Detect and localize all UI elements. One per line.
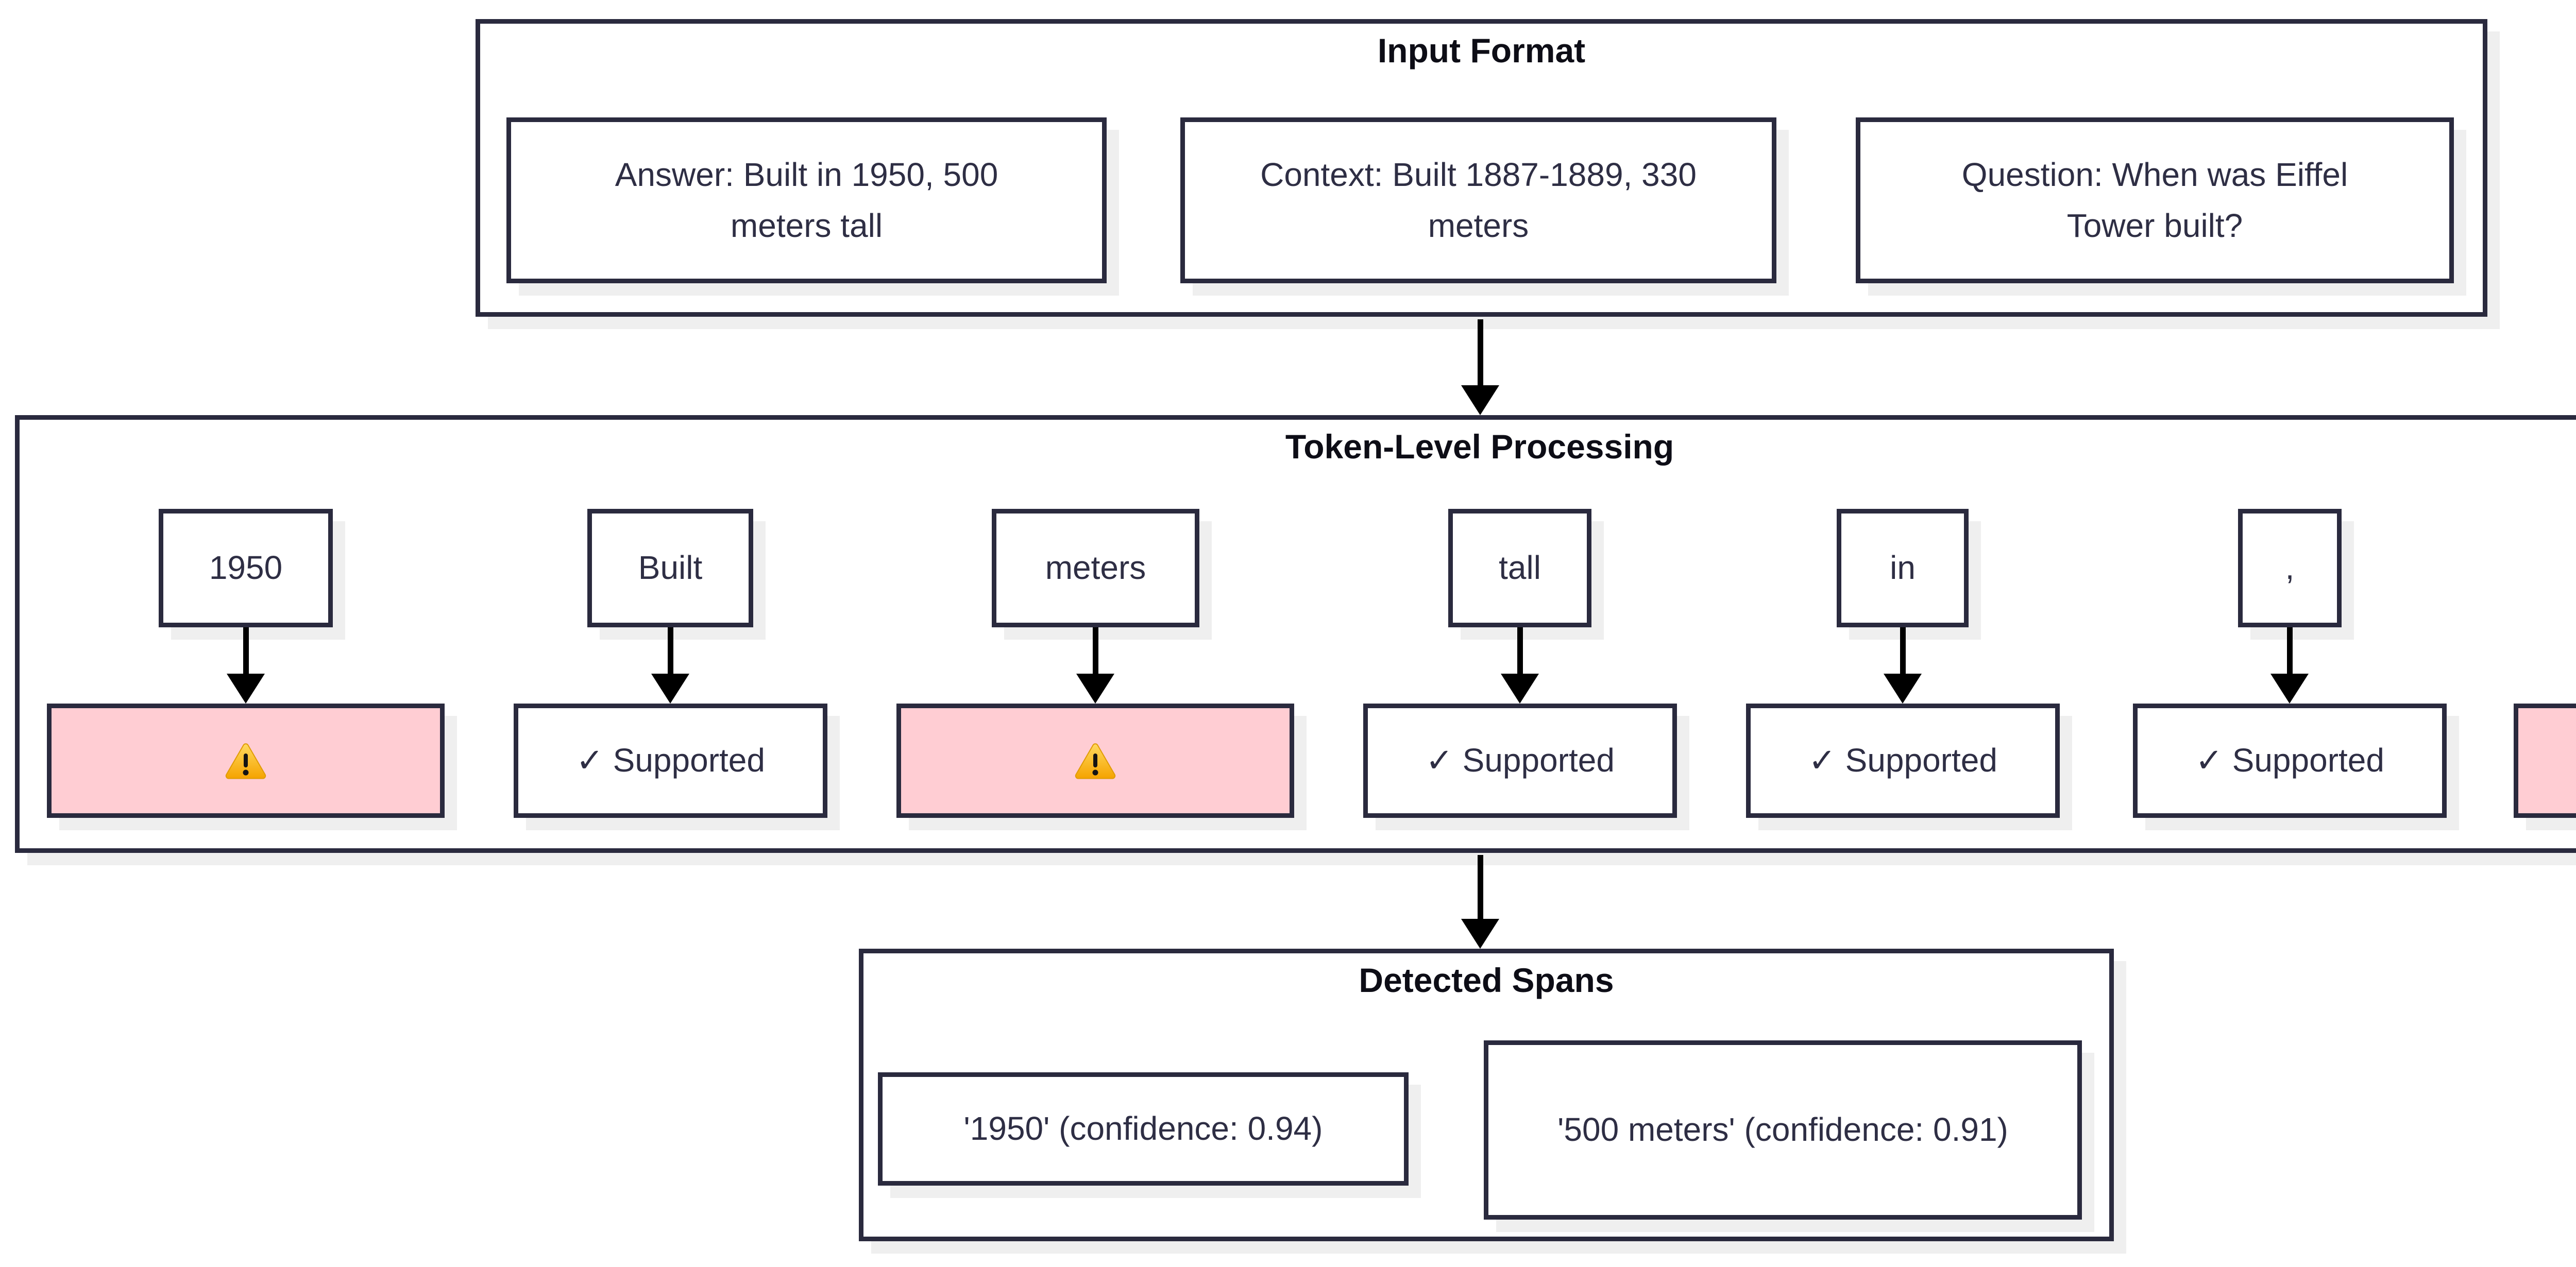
token-processing-group: Token-Level Processing 1950 Built meters… — [15, 415, 2576, 853]
arrow-shaft — [1900, 627, 1906, 674]
detected-spans-title: Detected Spans — [1359, 961, 1614, 999]
token-node-comma: , — [2238, 509, 2342, 627]
result-node-supported-in: ✓ Supported — [1746, 704, 2060, 818]
arrow-down-icon — [1501, 627, 1539, 704]
context-node: Context: Built 1887-1889, 330 meters — [1180, 117, 1776, 283]
arrow-down-icon — [1076, 627, 1114, 704]
question-text: Question: When was Eiffel Tower built? — [1961, 156, 2348, 244]
arrow-head — [1461, 919, 1499, 949]
answer-node: Answer: Built in 1950, 500 meters tall — [506, 117, 1107, 283]
check-icon: ✓ — [2195, 742, 2223, 779]
token-node-meters: meters — [992, 509, 1199, 627]
arrow-head — [1501, 674, 1539, 704]
warning-icon — [1075, 743, 1116, 779]
arrow-down-icon — [1461, 855, 1499, 949]
arrow-shaft — [1092, 627, 1098, 674]
arrow-head — [227, 674, 265, 704]
supported-label: Supported — [2232, 742, 2384, 779]
arrow-head — [2270, 674, 2309, 704]
detected-spans-group: Detected Spans '1950' (confidence: 0.94)… — [859, 949, 2114, 1241]
result-node-warning-1950 — [47, 704, 445, 818]
check-icon: ✓ — [1808, 742, 1836, 779]
arrow-head — [651, 674, 689, 704]
token-processing-title: Token-Level Processing — [1285, 427, 1674, 466]
arrow-shaft — [667, 627, 673, 674]
token-node-built: Built — [587, 509, 753, 627]
arrow-head — [1461, 385, 1499, 415]
token-label: meters — [1045, 549, 1146, 587]
warning-icon — [225, 743, 266, 779]
arrow-head — [1884, 674, 1922, 704]
arrow-down-icon — [1884, 627, 1922, 704]
supported-label: Supported — [1845, 742, 1997, 779]
span-text: '1950' (confidence: 0.94) — [963, 1110, 1323, 1148]
result-node-supported-tall: ✓ Supported — [1363, 704, 1677, 818]
input-format-title: Input Format — [1377, 31, 1586, 70]
arrow-head — [1076, 674, 1114, 704]
token-label: 1950 — [209, 549, 283, 587]
span-text: '500 meters' (confidence: 0.91) — [1557, 1111, 2008, 1149]
supported-label: Supported — [1462, 742, 1615, 779]
token-node-in: in — [1837, 509, 1969, 627]
result-node-warning-500 — [2514, 704, 2576, 818]
arrow-shaft — [1477, 319, 1483, 385]
token-label: , — [2285, 549, 2295, 587]
arrow-down-icon — [227, 627, 265, 704]
question-node: Question: When was Eiffel Tower built? — [1856, 117, 2454, 283]
arrow-shaft — [243, 627, 249, 674]
input-format-group: Input Format Answer: Built in 1950, 500 … — [476, 19, 2487, 317]
span-node-1950: '1950' (confidence: 0.94) — [878, 1072, 1409, 1186]
arrow-down-icon — [651, 627, 689, 704]
arrow-shaft — [2286, 627, 2293, 674]
arrow-down-icon — [2270, 627, 2309, 704]
token-label: tall — [1499, 549, 1541, 587]
result-node-warning-meters — [896, 704, 1294, 818]
token-node-1950: 1950 — [159, 509, 333, 627]
arrow-shaft — [1517, 627, 1523, 674]
span-node-500-meters: '500 meters' (confidence: 0.91) — [1484, 1040, 2082, 1220]
check-icon: ✓ — [1426, 742, 1453, 779]
arrow-shaft — [1477, 855, 1483, 919]
token-node-tall: tall — [1448, 509, 1591, 627]
context-text: Context: Built 1887-1889, 330 meters — [1260, 156, 1697, 244]
arrow-down-icon — [1461, 319, 1499, 415]
supported-label: Supported — [613, 742, 765, 779]
token-label: Built — [638, 549, 703, 587]
token-label: in — [1890, 549, 1916, 587]
answer-text: Answer: Built in 1950, 500 meters tall — [615, 156, 998, 244]
result-node-supported-built: ✓ Supported — [514, 704, 827, 818]
result-node-supported-comma: ✓ Supported — [2133, 704, 2447, 818]
check-icon: ✓ — [576, 742, 604, 779]
